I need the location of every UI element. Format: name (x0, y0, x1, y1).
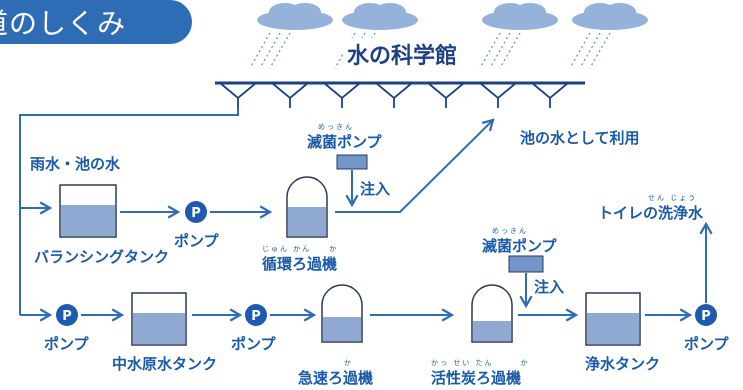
circulation-filter-ruby: じゅん かん か (262, 245, 339, 253)
toilet-flush-ruby: せん じょう (648, 194, 698, 202)
pump-2-label: ポンプ (44, 335, 89, 353)
carbon-filter-ruby: かっ せい たん か (431, 359, 530, 367)
filter-water (323, 317, 361, 341)
pond-use-label: 池の水として利用 (520, 129, 640, 147)
building-label: 水の科学館 (343, 38, 462, 70)
tank-water (133, 313, 185, 344)
pump-icon (56, 304, 78, 326)
title-text: 道のしくみ (0, 7, 127, 40)
cloud-icon (572, 3, 648, 30)
collection-pipe (19, 108, 239, 315)
roof-funnel-icon (219, 82, 569, 108)
pump-icon (695, 304, 717, 326)
pump-symbol: P (251, 309, 261, 324)
tank-water (61, 205, 115, 236)
carbon-filter-label: 活性炭ろ過機 (431, 369, 522, 387)
sterilize-pump-2-label: 滅菌ポンプ (482, 237, 557, 255)
pump-3-label: ポンプ (231, 335, 276, 353)
filter-water (288, 207, 326, 236)
cloud-icon (342, 3, 418, 30)
rain-pond-label: 雨水・池の水 (30, 155, 121, 173)
graywater-tank-label: 中水原水タンク (112, 355, 218, 373)
sterilization-pump-box (508, 255, 544, 273)
inject-2-label: 注入 (534, 278, 565, 296)
title-banner: どう 道のしくみ (0, 0, 192, 44)
tank-water (587, 313, 639, 344)
pump-symbol: P (701, 309, 711, 324)
inject-1-label: 注入 (360, 180, 391, 198)
title-ruby: どう (14, 0, 30, 8)
pump-symbol: P (62, 309, 72, 324)
sterilize-pump-2-ruby: めっきん (492, 227, 528, 235)
sterilization-pump-box (336, 154, 368, 170)
balancing-tank-label: バランシングタンク (34, 248, 170, 266)
circulation-filter-label: 循環ろ過機 (262, 255, 338, 273)
arrow-icon (335, 118, 495, 213)
clean-water-tank-label: 浄水タンク (585, 355, 661, 373)
rapid-filter-label: 急速ろ過機 (298, 369, 374, 387)
sterilize-pump-1-ruby: めっきん (318, 123, 354, 131)
pump-icon (245, 304, 267, 326)
cloud-icon (482, 3, 558, 30)
pump-icon (185, 201, 207, 223)
toilet-flush-label: トイレの洗浄水 (598, 204, 704, 222)
pump-4-label: ポンプ (684, 335, 729, 353)
pump-1-label: ポンプ (174, 232, 219, 250)
rapid-filter-ruby: か (344, 359, 353, 367)
sterilize-pump-1-label: 滅菌ポンプ (307, 133, 382, 151)
pump-symbol: P (191, 206, 201, 221)
filter-water (473, 321, 511, 341)
cloud-icon (257, 3, 333, 30)
